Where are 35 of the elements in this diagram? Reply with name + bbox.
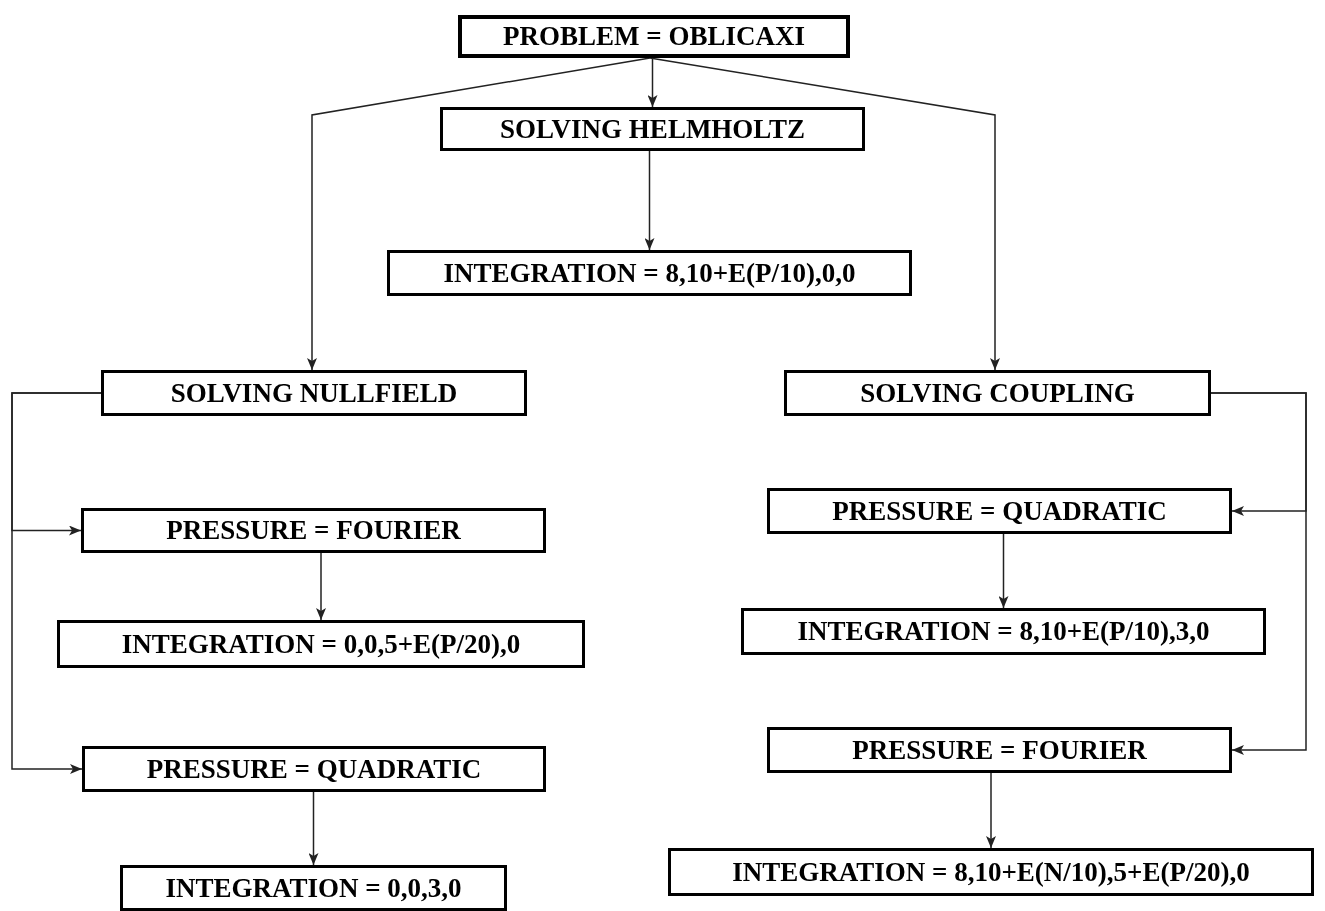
box-label: SOLVING HELMHOLTZ — [500, 113, 805, 145]
process-box — [387, 250, 912, 296]
box-label: PRESSURE = QUADRATIC — [146, 753, 482, 785]
process-box — [57, 620, 585, 668]
box-label: PRESSURE = FOURIER — [166, 515, 461, 546]
box-label: INTEGRATION = 0,0,5+E(P/20),0 — [121, 628, 521, 660]
box-label: INTEGRATION = 8,10+E(P/10),3,0 — [797, 616, 1210, 647]
process-box — [784, 370, 1211, 416]
arrow — [986, 772, 996, 849]
box-label: PROBLEM = OBLICAXI — [503, 21, 805, 52]
arrow — [307, 57, 651, 371]
box-label: INTEGRATION = 8,10+E(N/10),5+E(P/20),0 — [732, 856, 1250, 888]
process-box — [81, 508, 546, 553]
arrow — [644, 150, 655, 251]
arrow — [647, 57, 658, 108]
arrow — [316, 552, 326, 621]
arrow — [1210, 392, 1307, 755]
process-box — [458, 15, 850, 58]
box-label: PRESSURE = QUADRATIC — [832, 495, 1167, 527]
arrow — [11, 392, 102, 774]
process-box — [767, 727, 1232, 773]
process-box — [767, 488, 1232, 534]
box-label: INTEGRATION = 8,10+E(P/10),0,0 — [443, 257, 856, 289]
box-label: PRESSURE = FOURIER — [852, 734, 1147, 766]
process-box — [741, 608, 1266, 655]
process-box — [440, 107, 865, 151]
arrow — [998, 533, 1009, 609]
process-box — [668, 848, 1314, 896]
box-label: SOLVING NULLFIELD — [170, 377, 458, 409]
arrow — [308, 791, 319, 866]
box-label: INTEGRATION = 0,0,3,0 — [165, 872, 462, 904]
process-box — [120, 865, 507, 911]
process-box — [101, 370, 527, 416]
box-label: SOLVING COUPLING — [860, 377, 1135, 409]
process-box — [82, 746, 546, 792]
